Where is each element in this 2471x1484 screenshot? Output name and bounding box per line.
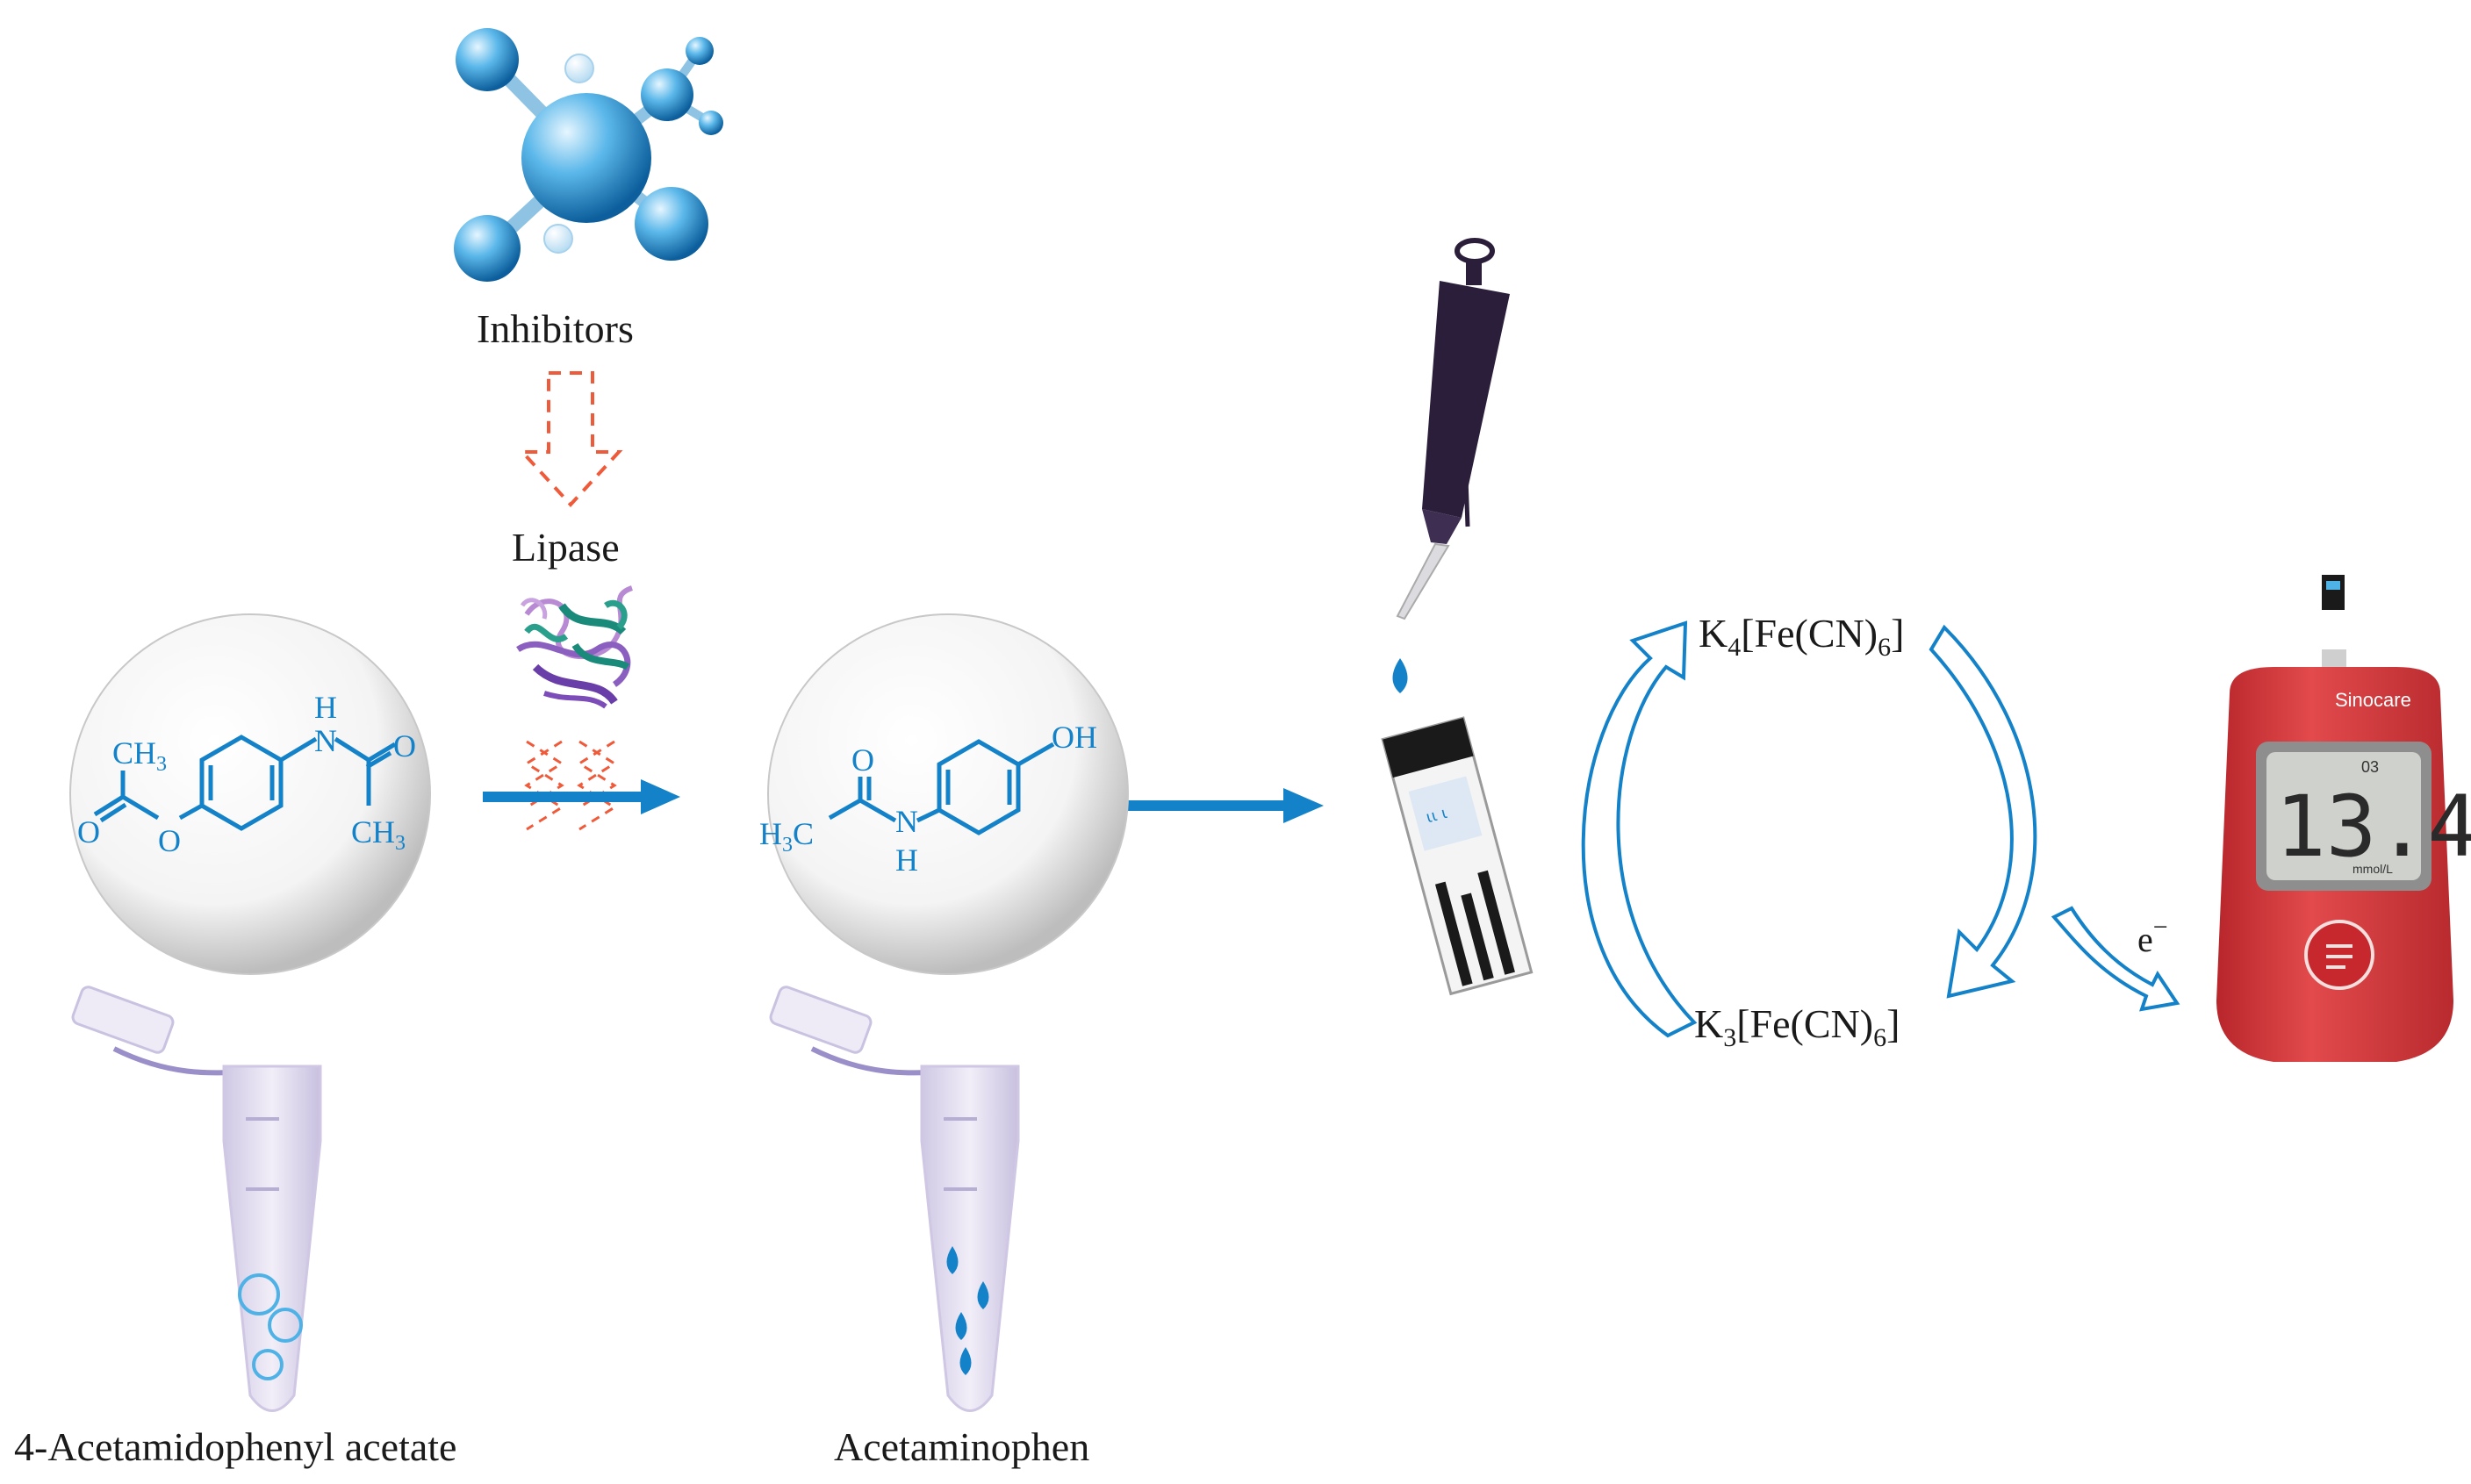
substrate-sphere [69,613,431,975]
molecule-cluster-icon [454,28,723,282]
product-label: Acetaminophen [834,1424,1090,1469]
substrate-label: 4-Acetamidophenyl acetate [14,1424,457,1469]
amide-hydrogen-label: H [895,842,918,878]
product-oxygen-label: O [851,742,874,778]
amide-nitrogen-label: N [895,804,918,839]
inhibition-block-pattern [524,740,617,831]
detection-arrow-head [1283,788,1324,823]
ch3-top-label: CH3 [112,735,167,776]
protein-structure-icon [516,585,634,709]
pipette-icon [1392,238,1510,693]
inhibition-arrow [518,371,623,507]
hydroxyl-label: OH [1052,720,1097,755]
ester-carbonyl-oxygen-label: O [77,814,100,850]
ferricyanide-label: K3[Fe(CN)6] [1694,1001,1900,1052]
lipase-label: Lipase [512,525,620,570]
substrate-structure [93,735,397,831]
glucose-meter-icon: Sinocare 13.4 03 mmol/L [2216,575,2471,1062]
eppendorf-tube-icon [71,986,322,1412]
meter-reading: 13.4 [2275,778,2471,876]
nitrogen-label: N [314,723,337,758]
product-structure [828,739,1055,835]
hydrogen-label: H [314,690,337,725]
eppendorf-tube-icon [769,986,1020,1412]
meter-brand: Sinocare [2335,689,2411,711]
test-strip-icon: ιι ι [1381,716,1534,996]
ferrocyanide-label: K4[Fe(CN)6] [1699,611,1905,662]
reaction-arrow-head [641,779,680,814]
meter-small-code: 03 [2361,758,2379,776]
electron-label: e− [2137,913,2168,959]
meter-unit: mmol/L [2352,862,2393,876]
ester-oxygen-label: O [158,823,181,858]
carbonyl-oxygen-label: O [393,728,416,764]
inhibitors-label: Inhibitors [477,306,634,351]
ch3-right-label: CH3 [351,814,406,855]
methyl-label: H3C [759,816,814,857]
redox-cycle [1581,620,2180,1038]
